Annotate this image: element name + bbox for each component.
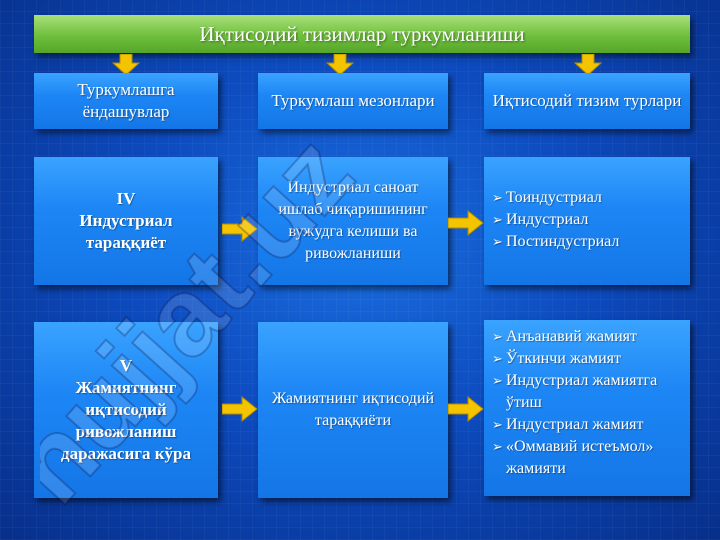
- row2-criteria-text: Жамиятнинг иқтисодий тараққиёти: [271, 390, 435, 429]
- title-bar: Иқтисодий тизимлар туркумланиши: [34, 15, 690, 53]
- header-criteria: Туркумлаш мезонлари: [258, 73, 448, 129]
- right-arrow-icon: [222, 216, 258, 242]
- row2-criteria-box: Жамиятнинг иқтисодий тараққиёти: [258, 322, 448, 498]
- list-item: ➢Индустриал жамият: [490, 414, 684, 436]
- row1-types-list: ➢Тоиндустриал ➢Индустриал ➢Постиндустриа…: [490, 187, 684, 253]
- row2-approach-box: V Жамиятнинг иқтисодий ривожланиш даража…: [34, 322, 218, 498]
- list-item: ➢Анъанавий жамият: [490, 326, 684, 348]
- header-label: Туркумлашга ёндашувлар: [77, 80, 175, 121]
- list-item: ➢«Оммавий истеъмол» жамияти: [492, 438, 654, 477]
- row2-types-list: ➢Анъанавий жамият ➢Ўткинчи жамият ➢Индус…: [490, 326, 684, 480]
- row1-criteria-text: Индустриал саноат ишлаб чиқаришининг вуж…: [278, 179, 428, 262]
- arrow-bullet-icon: ➢: [492, 329, 503, 344]
- header-label: Туркумлаш мезонлари: [271, 91, 435, 110]
- arrow-bullet-icon: ➢: [492, 212, 503, 227]
- row1-approach-box: IV Индустриал тараққиёт: [34, 157, 218, 285]
- header-approaches: Туркумлашга ёндашувлар: [34, 73, 218, 129]
- header-types: Иқтисодий тизим турлари: [484, 73, 690, 129]
- down-arrow-icon: [112, 54, 140, 76]
- row2-approach-line: Жамиятнинг: [75, 378, 177, 397]
- list-item: ➢Индустриал жамиятга ўтиш: [492, 372, 658, 411]
- list-item: ➢Ўткинчи жамият: [490, 348, 684, 370]
- down-arrow-icon: [326, 54, 354, 76]
- right-arrow-icon: [448, 396, 484, 422]
- row1-types-box: ➢Тоиндустриал ➢Индустриал ➢Постиндустриа…: [484, 157, 690, 285]
- right-arrow-icon: [222, 396, 258, 422]
- list-item: ➢Тоиндустриал: [490, 187, 684, 209]
- row2-approach-line: ривожланиш: [75, 422, 177, 441]
- row1-approach-line: Индустриал: [79, 211, 173, 230]
- row1-approach-line: IV: [116, 189, 136, 208]
- row1-criteria-box: Индустриал саноат ишлаб чиқаришининг вуж…: [258, 157, 448, 285]
- row1-approach-line: тараққиёт: [85, 233, 167, 252]
- arrow-bullet-icon: ➢: [492, 351, 503, 366]
- row2-approach-line: иқтисодий: [85, 400, 167, 419]
- list-item: ➢Индустриал: [490, 209, 684, 231]
- arrow-bullet-icon: ➢: [492, 373, 503, 388]
- right-arrow-icon: [448, 210, 484, 236]
- row2-approach-line: V: [119, 356, 133, 375]
- page-title: Иқтисодий тизимлар туркумланиши: [199, 21, 525, 46]
- header-label: Иқтисодий тизим турлари: [492, 91, 682, 110]
- arrow-bullet-icon: ➢: [492, 234, 503, 249]
- arrow-bullet-icon: ➢: [492, 439, 503, 454]
- row2-types-box: ➢Анъанавий жамият ➢Ўткинчи жамият ➢Индус…: [484, 320, 690, 496]
- arrow-bullet-icon: ➢: [492, 417, 503, 432]
- down-arrow-icon: [574, 54, 602, 76]
- list-item: ➢Постиндустриал: [490, 231, 684, 253]
- row2-approach-line: даражасига кўра: [61, 444, 191, 463]
- arrow-bullet-icon: ➢: [492, 190, 503, 205]
